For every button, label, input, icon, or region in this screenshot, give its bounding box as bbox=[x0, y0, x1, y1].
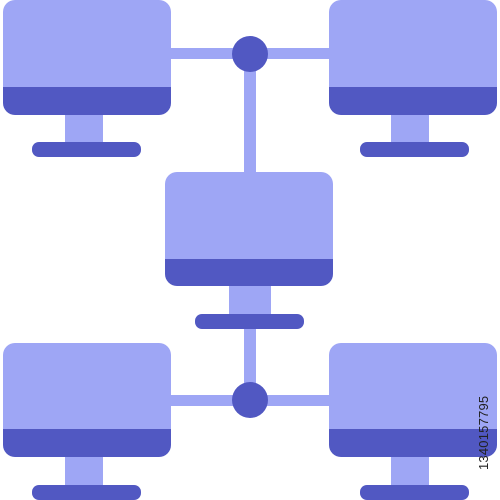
monitor-top-right-icon bbox=[329, 0, 497, 157]
monitor-screen bbox=[165, 172, 333, 259]
monitor-foot bbox=[360, 485, 469, 500]
monitor-center-icon bbox=[165, 172, 333, 329]
monitor-screen bbox=[329, 0, 497, 87]
monitor-foot bbox=[195, 314, 304, 329]
monitor-screen-base bbox=[3, 84, 171, 115]
monitor-stand bbox=[391, 452, 429, 488]
monitor-screen bbox=[3, 343, 171, 429]
monitor-bottom-right-icon bbox=[329, 343, 497, 500]
monitor-foot bbox=[32, 485, 141, 500]
stock-id-watermark: 1340157795 bbox=[476, 395, 491, 470]
monitor-stand bbox=[65, 110, 103, 145]
monitor-foot bbox=[360, 142, 469, 157]
monitor-screen-base bbox=[329, 426, 497, 457]
monitor-screen bbox=[329, 343, 497, 429]
monitor-top-left-icon bbox=[3, 0, 171, 157]
monitor-stand bbox=[391, 110, 429, 145]
monitor-screen-base bbox=[165, 256, 333, 286]
monitor-stand bbox=[229, 280, 271, 318]
monitor-stand bbox=[65, 452, 103, 488]
hub-node-top bbox=[232, 36, 268, 72]
connector-bottom-vertical bbox=[244, 326, 256, 400]
hub-node-bottom bbox=[232, 382, 268, 418]
connector-top-vertical bbox=[244, 54, 256, 174]
monitor-bottom-left-icon bbox=[3, 343, 171, 500]
monitor-screen bbox=[3, 0, 171, 87]
monitor-screen-base bbox=[3, 426, 171, 457]
monitor-screen-base bbox=[329, 84, 497, 115]
monitor-foot bbox=[32, 142, 141, 157]
